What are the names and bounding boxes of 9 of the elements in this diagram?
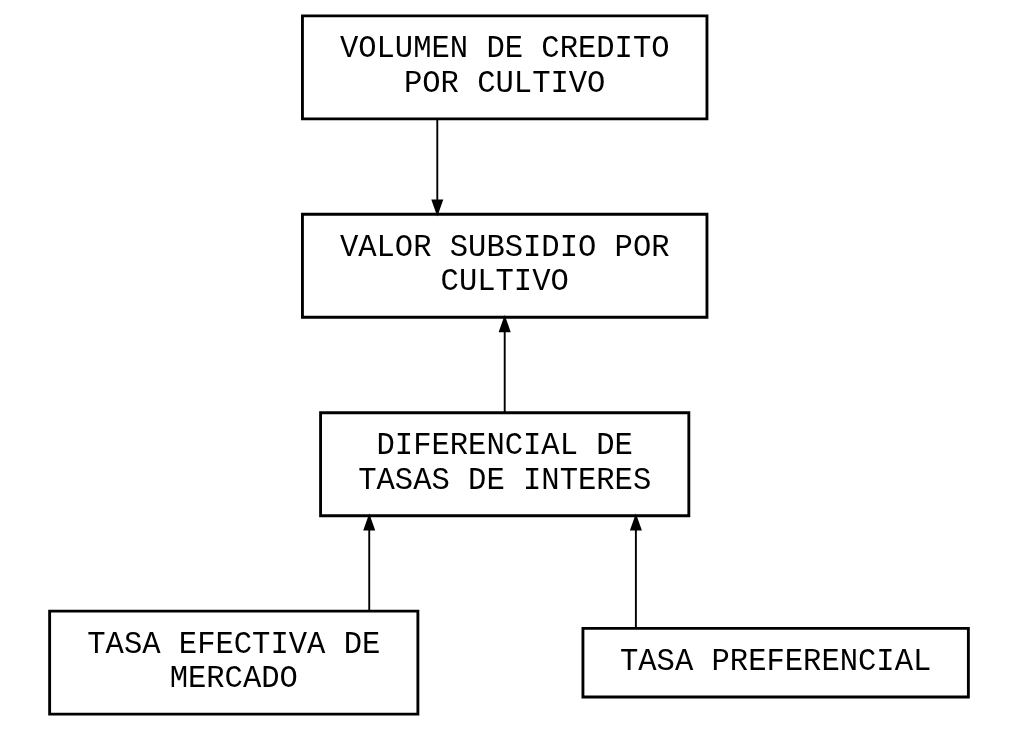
arrow <box>431 118 444 217</box>
arrow <box>629 513 642 630</box>
node-box: VOLUMEN DE CREDITO POR CULTIVO <box>301 14 709 121</box>
arrow <box>498 314 511 414</box>
node-box: TASA EFECTIVA DE MERCADO <box>48 609 420 716</box>
arrow <box>363 513 376 612</box>
node-box: TASA PREFERENCIAL <box>581 626 970 699</box>
node-box: VALOR SUBSIDIO POR CULTIVO <box>301 212 709 319</box>
node-box: DIFERENCIAL DE TASAS DE INTERES <box>319 411 691 518</box>
